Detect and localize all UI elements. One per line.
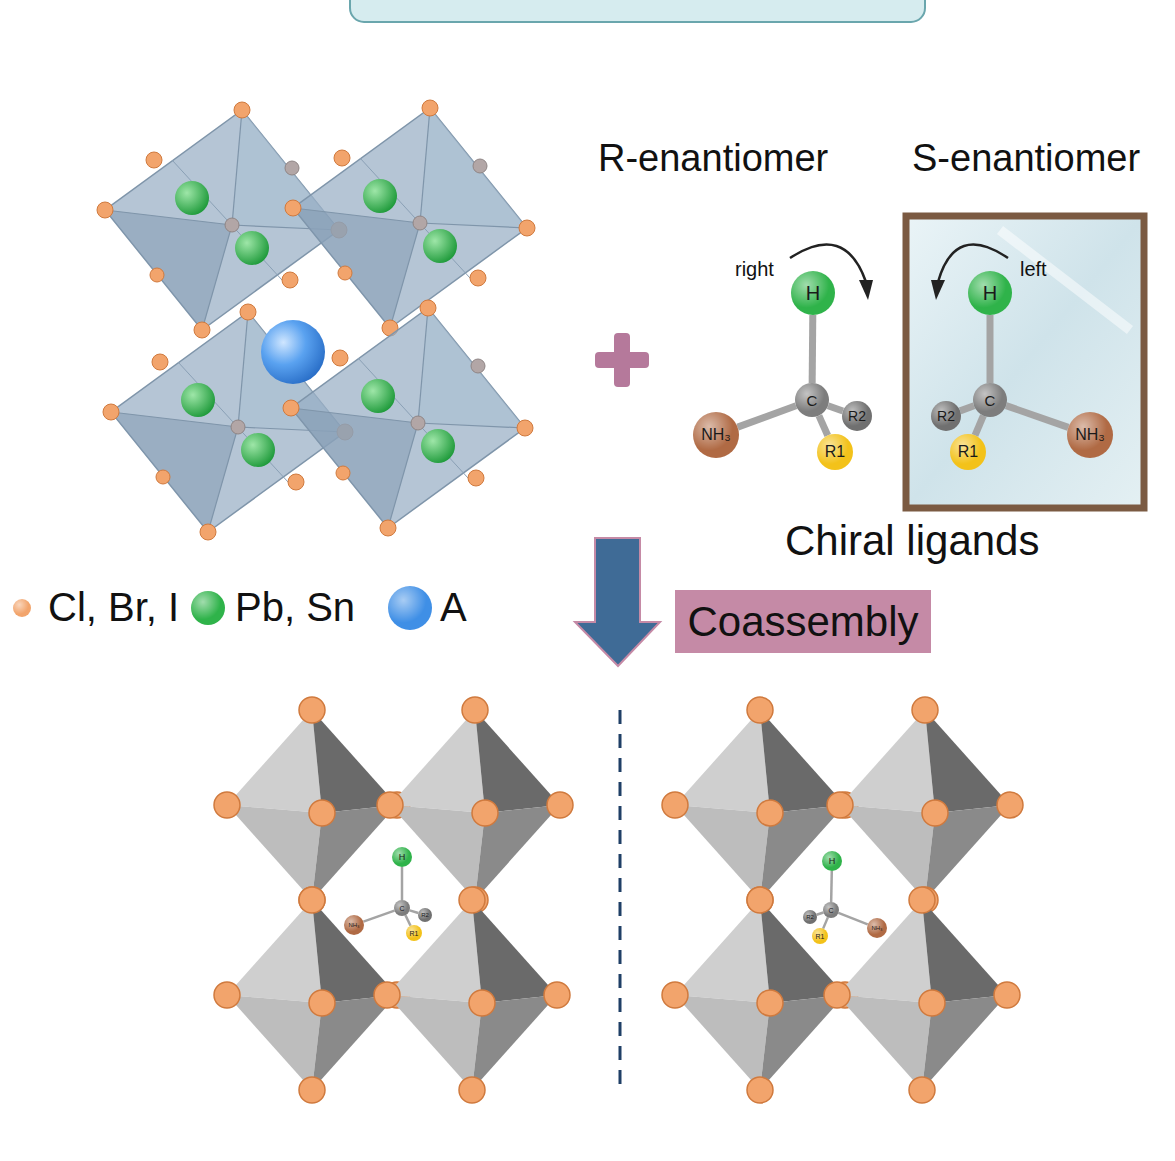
bond-line bbox=[738, 406, 796, 427]
atom-label: R1 bbox=[410, 930, 419, 937]
bond-line bbox=[828, 406, 843, 411]
bond-line bbox=[819, 416, 828, 436]
legend-swatch bbox=[13, 599, 31, 617]
bond-line bbox=[402, 867, 403, 900]
atom-label: C bbox=[399, 905, 404, 912]
atom-label: H bbox=[829, 857, 836, 866]
atom-circle: R2 bbox=[931, 401, 961, 431]
atom-label: C bbox=[807, 393, 818, 408]
atom-label: H bbox=[399, 853, 406, 862]
atom-circle: R2 bbox=[842, 401, 872, 431]
atom-circle: NH₃ bbox=[344, 915, 364, 935]
bond-line bbox=[831, 871, 833, 902]
bond-line bbox=[838, 913, 867, 924]
legend-swatch bbox=[388, 586, 432, 630]
bond-line bbox=[410, 910, 419, 913]
atom-label: C bbox=[985, 393, 996, 408]
atom-circle: R1 bbox=[406, 925, 422, 941]
bond-line bbox=[1006, 406, 1068, 428]
legend-label: Pb, Sn bbox=[235, 585, 355, 629]
bond-line bbox=[823, 917, 828, 928]
atom-label: NH₃ bbox=[701, 427, 731, 443]
caption-label: R-enantiomer bbox=[598, 138, 828, 180]
atom-circle: C bbox=[973, 383, 1007, 417]
atom-label: R2 bbox=[806, 914, 814, 920]
bond-line bbox=[363, 911, 394, 922]
legend-label: A bbox=[440, 585, 467, 629]
atom-circle: C bbox=[823, 902, 839, 918]
atom-circle: R2 bbox=[803, 910, 817, 924]
bond-line bbox=[812, 315, 814, 383]
atom-label: R1 bbox=[816, 933, 825, 940]
atom-label: R2 bbox=[937, 409, 955, 423]
atom-circle: R2 bbox=[418, 908, 432, 922]
atom-circle: H bbox=[392, 847, 412, 867]
process-box: Coassembly bbox=[675, 590, 931, 653]
atom-label: C bbox=[828, 907, 833, 914]
caption-label: left bbox=[1020, 258, 1047, 280]
atom-label: NH₃ bbox=[348, 922, 359, 928]
legend-swatch bbox=[191, 591, 225, 625]
atom-label: NH₃ bbox=[1075, 427, 1105, 443]
atom-circle: C bbox=[795, 383, 829, 417]
atom-circle: R1 bbox=[817, 434, 853, 470]
atom-label: H bbox=[806, 283, 820, 303]
bond-line bbox=[960, 406, 974, 411]
caption-label: Chiral ligands bbox=[785, 518, 1039, 564]
atom-label: R1 bbox=[958, 444, 978, 460]
atom-label: NH₃ bbox=[871, 925, 882, 931]
atom-label: R1 bbox=[825, 444, 845, 460]
atom-circle: H bbox=[791, 271, 835, 315]
bond-line bbox=[975, 416, 983, 436]
atom-circle: H bbox=[822, 851, 842, 871]
caption-label: S-enantiomer bbox=[912, 138, 1140, 180]
atom-circle: H bbox=[968, 271, 1012, 315]
atom-label: H bbox=[983, 283, 997, 303]
atom-label: R2 bbox=[848, 409, 866, 423]
atom-circle: R1 bbox=[950, 434, 986, 470]
bond-line bbox=[817, 913, 824, 915]
atom-circle: NH₃ bbox=[867, 918, 887, 938]
bond-line bbox=[405, 915, 410, 926]
step-label: Coassembly bbox=[687, 601, 918, 643]
atom-circle: R1 bbox=[812, 928, 828, 944]
bond-line bbox=[990, 315, 991, 383]
atom-circle: NH₃ bbox=[693, 412, 739, 458]
legend-label: Cl, Br, I bbox=[48, 585, 179, 629]
atom-circle: C bbox=[394, 900, 410, 916]
atom-circle: NH₃ bbox=[1067, 412, 1113, 458]
atom-label: R2 bbox=[421, 912, 429, 918]
caption-label: right bbox=[735, 258, 774, 280]
